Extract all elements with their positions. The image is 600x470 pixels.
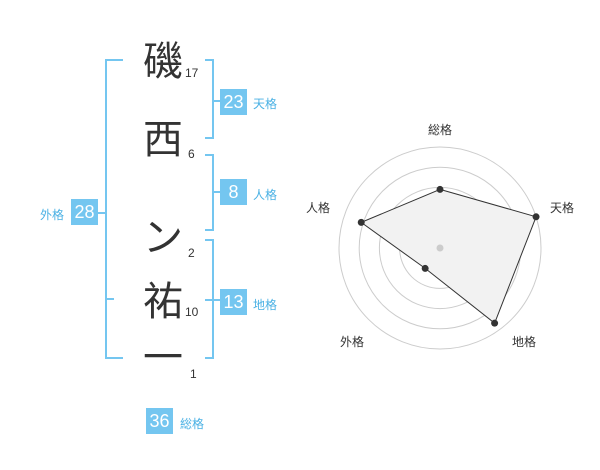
chikaku-label: 地格 [253, 298, 278, 312]
stroke-count-3: 2 [188, 246, 195, 260]
radar-point-soukaku [436, 185, 444, 193]
name-char-1: 磯 [143, 39, 183, 85]
radar-label-gaikaku: 外格 [340, 334, 364, 349]
name-char-2: 西 [143, 117, 183, 163]
radar-chart: 総格 天格 地格 外格 人格 [306, 122, 574, 350]
brackets [98, 59, 220, 359]
soukaku-value: 36 [146, 408, 173, 434]
chikaku-value: 13 [220, 289, 247, 315]
jinkaku-label: 人格 [253, 188, 278, 202]
soukaku-label: 総格 [180, 417, 205, 431]
radar-point-gaikaku [421, 264, 429, 272]
radar-label-soukaku: 総格 [428, 122, 452, 137]
stroke-count-1: 17 [185, 66, 199, 80]
jinkaku-bracket [205, 154, 214, 231]
stroke-count-5: 1 [190, 367, 197, 381]
radar-label-chikaku: 地格 [512, 334, 536, 349]
name-char-4: 祐 [143, 279, 183, 325]
tenkaku-bracket [205, 59, 214, 139]
tenkaku-value: 23 [220, 89, 247, 115]
name-char-3: ン [143, 215, 183, 261]
tenkaku-label: 天格 [253, 97, 278, 111]
jinkaku-value: 8 [220, 179, 247, 205]
stroke-count-4: 10 [185, 305, 199, 319]
name-char-5: 一 [143, 335, 183, 381]
radar-point-chikaku [491, 319, 499, 327]
radar-point-tenkaku [532, 213, 540, 221]
radar-label-jinkaku: 人格 [306, 200, 330, 215]
radar-point-jinkaku [357, 218, 365, 226]
gaikaku-label: 外格 [40, 208, 65, 222]
radar-label-tenkaku: 天格 [550, 200, 574, 215]
gaikaku-bracket [105, 59, 123, 359]
radar-polygon [360, 188, 537, 325]
radar-points [357, 185, 540, 327]
gaikaku-value: 28 [71, 199, 98, 225]
radar-ring-1 [338, 146, 542, 350]
radar-center-dot [436, 244, 444, 252]
stroke-count-2: 6 [188, 147, 195, 161]
